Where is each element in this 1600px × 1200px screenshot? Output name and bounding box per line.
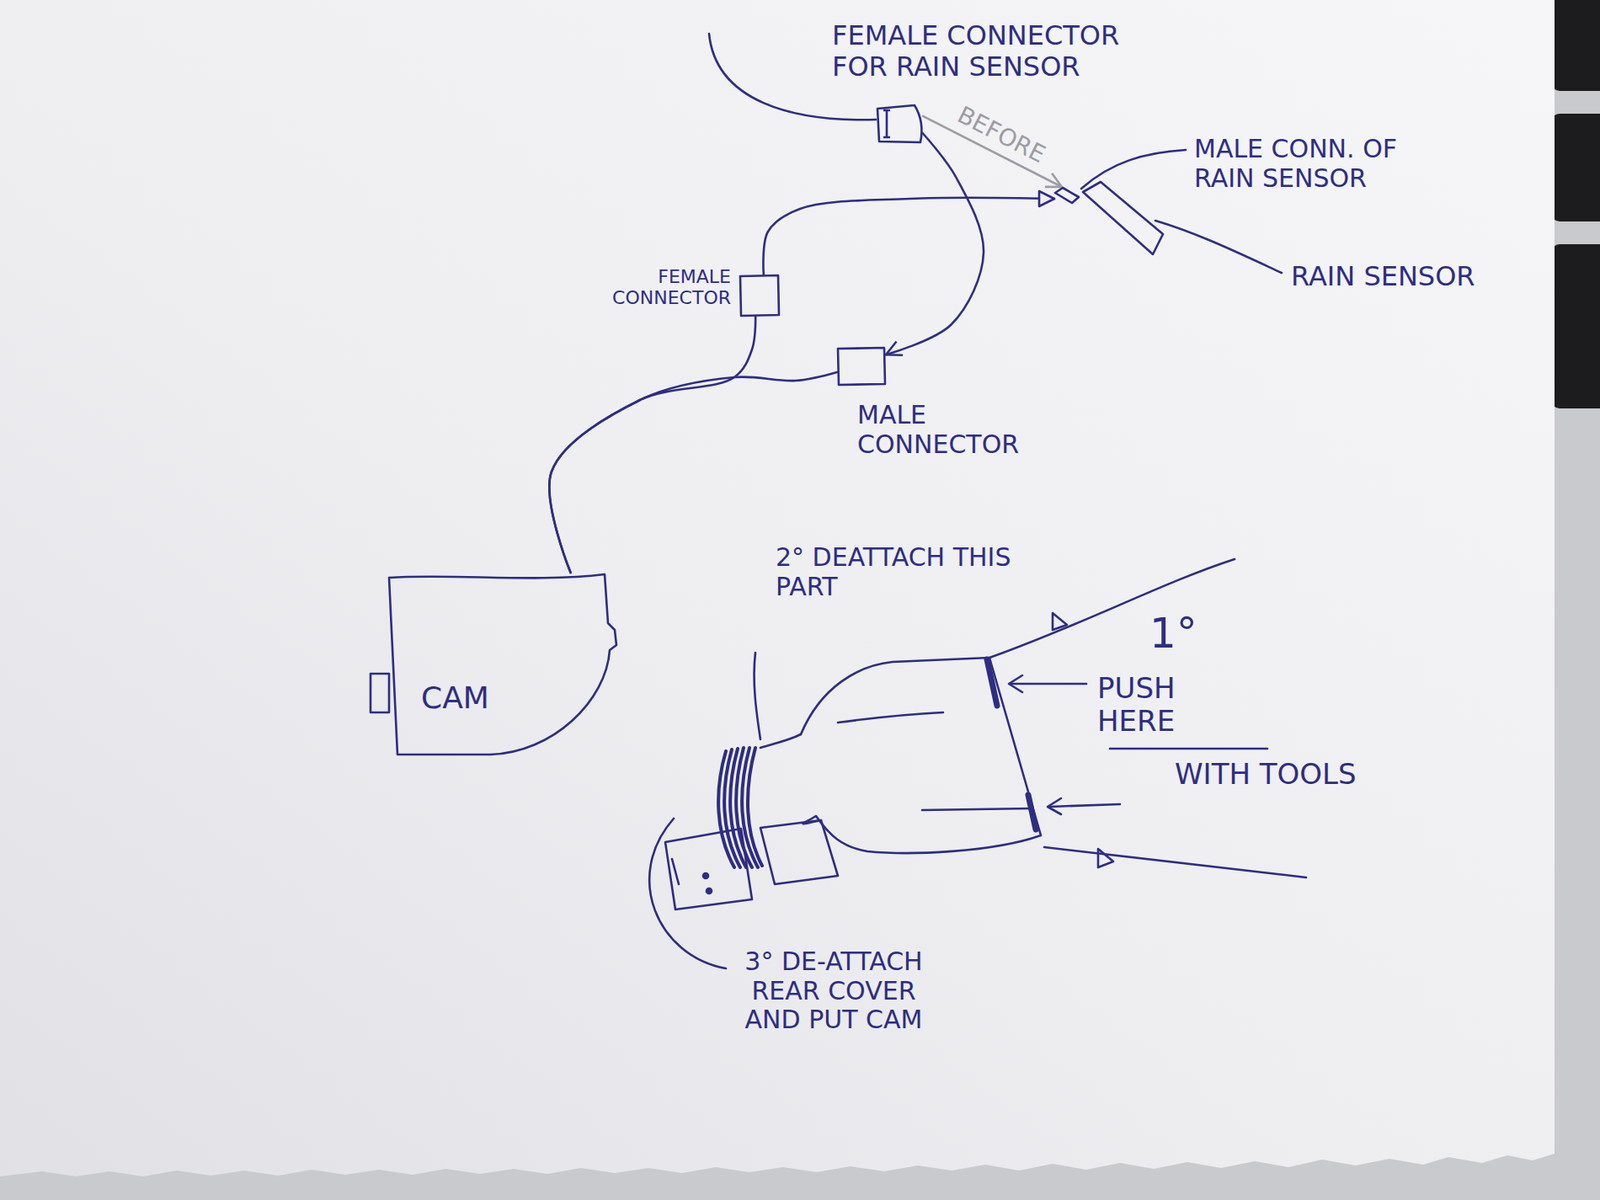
push-arrow [1010, 682, 1087, 686]
windshield-line [989, 559, 1235, 658]
connector-group [762, 191, 1055, 275]
step-label: 3° DE-ATTACH REAR COVER AND PUT CAM [732, 947, 935, 1035]
clip-mark [1098, 848, 1114, 868]
wire-connector [549, 316, 756, 573]
push-point [1028, 794, 1036, 830]
ink-drawing [370, 33, 1307, 969]
rain-sensor-female-connector: FEMALE CONNECTOR FOR RAIN SENSOR [875, 104, 923, 144]
paper-sheet [0, 0, 1555, 1177]
underline [1109, 747, 1268, 751]
mount-mark [672, 858, 679, 885]
rain-sensor-shape [1082, 181, 1163, 255]
arrow-head [885, 341, 903, 355]
node-label: CAM [421, 680, 651, 715]
wire-connector [762, 197, 1055, 275]
laptop-key [1551, 244, 1600, 409]
connector-piece [760, 820, 838, 885]
female-connector: FEMALE CONNECTOR [739, 274, 780, 317]
camera-box: CAM [387, 572, 617, 757]
camera-mount [665, 828, 752, 910]
male-connector: MALE CONNECTOR [837, 346, 886, 386]
coil-mark [747, 747, 763, 866]
connector-group [549, 316, 756, 573]
edge-label: BEFORE [952, 101, 1050, 169]
rain-sensor-male-connector-shape [1055, 187, 1079, 203]
push-arrow [1049, 804, 1120, 807]
camera-box-outline [387, 572, 617, 757]
rain-sensor-outline [1080, 180, 1165, 256]
mount-dot [703, 873, 709, 879]
arrow-head [1039, 191, 1055, 207]
male-connector-outline [837, 346, 886, 386]
node-label: FEMALE CONNECTOR FOR RAIN SENSOR [832, 20, 1152, 83]
instruction-label: PUSH HERE [1097, 672, 1232, 738]
mirror-shell [800, 657, 1041, 854]
push-point [986, 659, 998, 706]
push-arrow-head [1047, 798, 1062, 815]
mount-dot [706, 888, 712, 894]
leader-line [649, 818, 726, 969]
camera-box-shape [389, 574, 617, 755]
push-arrow-head [1008, 675, 1023, 693]
arrow-head [1045, 173, 1062, 187]
connector-group [885, 133, 984, 356]
wire-connector [885, 133, 984, 356]
neck-line [760, 734, 801, 748]
node-label: FEMALE CONNECTOR [602, 266, 731, 310]
female-connector-outline [739, 274, 780, 317]
rain-sensor-female-connector-outline [875, 104, 923, 144]
rain-sensor-male-connector-outline [1054, 186, 1080, 204]
rain-sensor: RAIN SENSOR [1080, 180, 1165, 256]
rain-sensor-female-connector-shape [877, 105, 922, 143]
clip-mark [1052, 613, 1067, 630]
node-label: MALE CONN. OF RAIN SENSOR [1194, 134, 1447, 193]
male-connector-shape [837, 347, 886, 385]
node-label: MALE CONNECTOR [857, 400, 1060, 459]
rain-sensor-male-connector: MALE CONN. OF RAIN SENSOR [1054, 186, 1080, 204]
leader-line [1155, 220, 1282, 273]
step-label: 2° DEATTACH THIS PART [775, 543, 1020, 602]
female-connector-shape [740, 275, 779, 316]
leader-line [754, 652, 761, 740]
node-label: RAIN SENSOR [1290, 261, 1376, 293]
shell-line [922, 808, 1032, 811]
camera-tab [370, 673, 390, 713]
windshield-line [1044, 847, 1307, 878]
laptop-key [1551, 0, 1600, 91]
shell-line [837, 712, 944, 723]
laptop-key [1551, 113, 1600, 222]
